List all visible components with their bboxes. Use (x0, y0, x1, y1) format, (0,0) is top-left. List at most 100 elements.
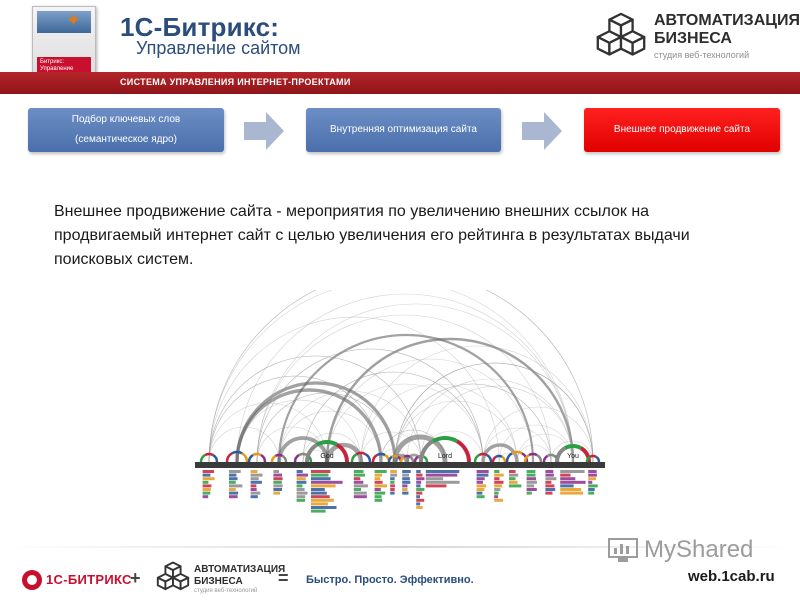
node-word-bar (229, 495, 238, 499)
node-word-bar (202, 473, 211, 477)
node-label: God (320, 453, 333, 460)
link-arc (326, 358, 534, 463)
node-word-bar (390, 477, 395, 481)
node-ring (305, 442, 319, 463)
link-arc (208, 375, 382, 463)
node-word-bar (311, 484, 336, 488)
node-word-bar (390, 480, 395, 484)
node-word-bar (509, 477, 516, 481)
node-word-bar (273, 488, 282, 491)
node-word-bar (416, 502, 421, 506)
link-arc (516, 433, 574, 463)
arrow-right-icon (522, 112, 562, 150)
node-word-bar (476, 477, 485, 481)
node-ring (432, 436, 458, 443)
node-word-bar (588, 470, 597, 473)
node-word-bar (296, 484, 303, 488)
step-internal-optimization: Внутренняя оптимизация сайта (306, 108, 501, 152)
node-word-bar (250, 491, 261, 495)
node-word-bar (545, 488, 556, 491)
node-word-bar (494, 495, 499, 499)
node-word-bar (229, 480, 236, 484)
node-word-bar (476, 491, 483, 495)
node-word-bar (416, 495, 420, 499)
logo-line1: АВТОМАТИЗАЦИЯ (654, 12, 800, 29)
node-word-bar (250, 477, 259, 481)
footer-logo-line3: студия веб-технологий (194, 588, 258, 594)
link-arc (482, 406, 594, 463)
node-word-bar (494, 491, 499, 495)
node-word-bar (526, 473, 536, 477)
node-word-bar (311, 473, 329, 477)
link-arc (302, 371, 484, 463)
link-arc (208, 290, 594, 463)
link-arc (482, 427, 552, 463)
node-ring (478, 452, 488, 457)
node-word-bar (560, 477, 576, 481)
bitrix-logo-icon (22, 570, 42, 590)
node-ring (371, 454, 378, 463)
node-ring (501, 455, 507, 463)
node-ring (585, 455, 591, 463)
node-ring (274, 453, 284, 458)
footer-logo-line2: БИЗНЕСА (194, 576, 243, 587)
link-arc (394, 400, 518, 463)
step-1-line1: Подбор ключевых слов (71, 114, 181, 125)
link-arc (394, 383, 552, 463)
node-ring (316, 440, 338, 447)
step-keyword-selection: Подбор ключевых слов (семантическое ядро… (28, 108, 224, 152)
node-word-bar (545, 470, 554, 473)
node-word-bar (296, 480, 307, 484)
node-ring (486, 454, 493, 463)
node-word-bar (353, 480, 364, 484)
node-label-bar (195, 462, 605, 468)
node-word-bar (509, 470, 516, 473)
node-ring (546, 453, 556, 458)
node-ring (260, 454, 267, 463)
node-label: You (567, 453, 579, 460)
node-word-bar (494, 488, 501, 491)
plus-sign: + (130, 568, 141, 588)
link-arc (236, 382, 396, 463)
node-ring (355, 451, 367, 456)
node-word-bar (509, 484, 522, 488)
site-url[interactable]: web.1cab.ru (688, 568, 775, 585)
link-arc (236, 293, 574, 463)
red-band: СИСТЕМА УПРАВЛЕНИЯ ИНТЕРНЕТ-ПРОЕКТАМИ (0, 72, 800, 94)
footer: 1С-БИТРИКС + АВТОМАТИЗАЦИЯ БИЗНЕСА студи… (0, 536, 800, 600)
node-word-bar (545, 491, 553, 495)
node-ring (376, 452, 386, 457)
link-arc (406, 378, 574, 463)
node-word-bar (476, 473, 489, 477)
logo-line2: БИЗНЕСА (654, 30, 732, 47)
node-word-bar (402, 470, 411, 473)
node-ring (423, 455, 429, 463)
node-word-bar (494, 484, 503, 488)
node-word-bar (509, 473, 519, 477)
myshared-watermark: MyShared (644, 536, 754, 563)
node-ring (241, 452, 249, 463)
link-arc (326, 338, 574, 463)
node-word-bar (202, 484, 212, 488)
step-3-line1: Внешнее продвижение сайта (613, 124, 751, 135)
link-arc (360, 431, 422, 463)
link-arc (208, 290, 574, 463)
link-arc (394, 383, 552, 463)
node-word-bar (402, 477, 410, 481)
link-arc (208, 290, 594, 463)
node-word-bar (374, 498, 383, 502)
node-word-bar (402, 491, 409, 495)
node-word-bar (526, 477, 536, 481)
link-arc (277, 333, 535, 463)
node-word-bar (353, 477, 361, 481)
node-word-bar (374, 484, 387, 488)
node-word-bar (390, 484, 395, 488)
link-arc (326, 383, 484, 463)
node-ring (413, 455, 419, 463)
brand-subtitle: Управление сайтом (136, 38, 301, 58)
node-word-bar (494, 473, 504, 477)
node-word-bar (311, 506, 337, 509)
link-arc (394, 455, 408, 463)
node-ring (511, 450, 523, 455)
node-ring (491, 455, 497, 463)
